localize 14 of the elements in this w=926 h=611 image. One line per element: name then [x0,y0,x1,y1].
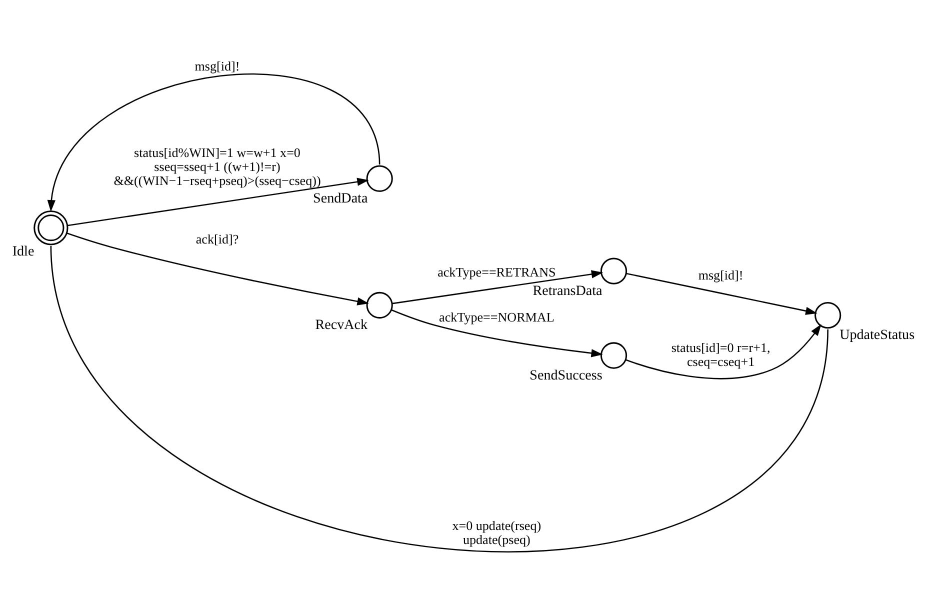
node-label: RecvAck [315,316,368,333]
edge-label: ackType==NORMAL [439,309,554,324]
edge-label: status[id]=0 r=r+1, cseq=cseq+1 [671,339,770,368]
node-label: SendData [313,190,368,206]
node-label: Idle [12,243,34,260]
edge-label: status[id%WIN]=1 w=w+1 x=0 sseq=sseq+1 ((w+1)!=r) &&((WIN−1−rseq+pseq)>(sseq−cseq)) [114,144,321,188]
edge-label: x=0 update(rseq) update(pseq) [452,517,542,546]
edge-label: ackType==RETRANS [438,264,556,280]
edge-label: msg[id]! [698,267,744,282]
node-label: RetransData [532,282,602,298]
node-label: UpdateStatus [840,326,915,343]
node-label: SendSuccess [530,366,602,383]
edge-label: ack[id]? [196,230,239,246]
edge-label: msg[id]! [194,58,240,73]
